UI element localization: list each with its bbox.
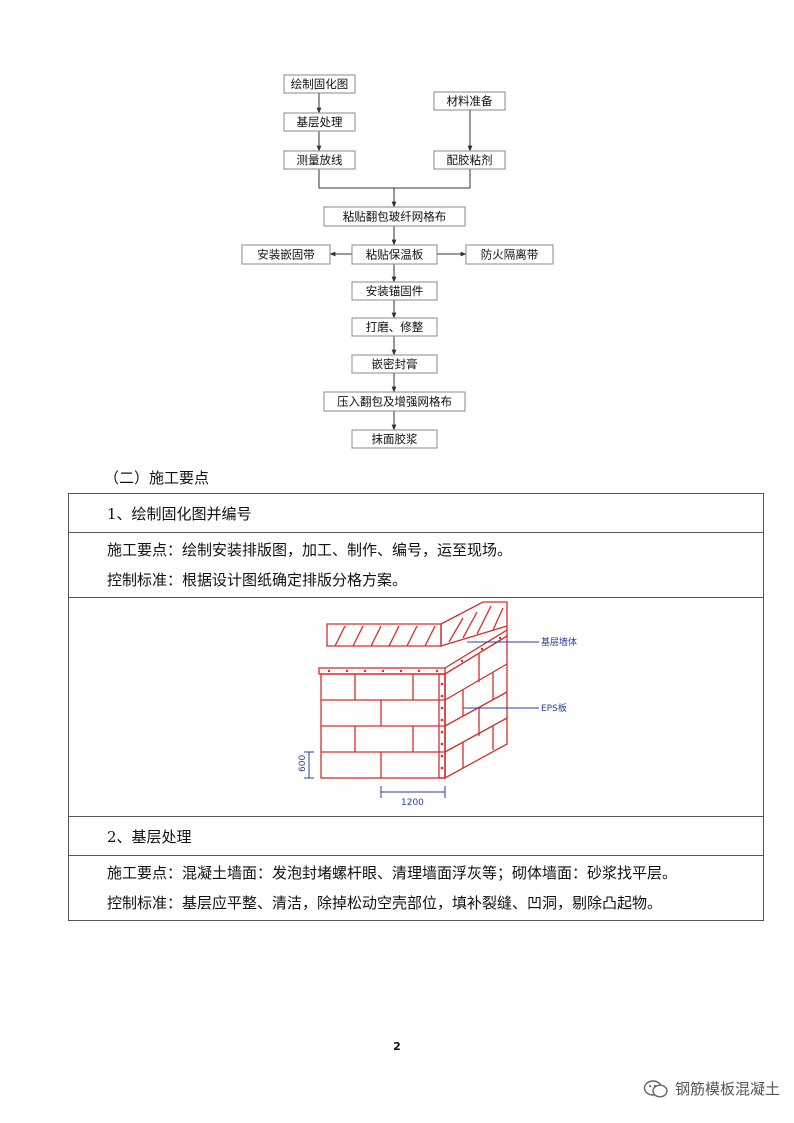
flow-node-plaster [351, 429, 438, 449]
watermark-text: 钢筋模板混凝土 [674, 1080, 780, 1098]
flow-label-anchor: 安装锚固件 [366, 284, 424, 298]
flow-label-seal: 嵌密封膏 [372, 357, 418, 371]
construction-flowchart: 绘制固化图 基层处理 测量放线 材料准备 配胶粘剂 粘贴翻包玻纤网格布 安装嵌固… [241, 74, 554, 449]
flow-node-board [351, 244, 438, 265]
flow-node-material [433, 91, 506, 111]
flow-label-right: 防火隔离带 [481, 248, 539, 262]
item-2-body: 施工要点：混凝土墙面：发泡封堵螺杆眼、清理墙面浮灰等；砌体墙面：砂浆找平层。 控… [68, 855, 764, 921]
flow-node-press [323, 391, 466, 412]
item-2-standard: 控制标准：基层应平整、清洁，除掉松动空壳部位，填补裂缝、凹洞，剔除凸起物。 [107, 894, 663, 912]
flow-label-mesh-wrap: 粘贴翻包玻纤网格布 [343, 210, 447, 224]
flow-node-measure [283, 150, 356, 170]
item-2-key-points: 施工要点：混凝土墙面：发泡封堵螺杆眼、清理墙面浮灰等；砌体墙面：砂浆找平层。 [107, 864, 678, 882]
flow-label-measure: 测量放线 [297, 153, 343, 167]
page-number: 2 [393, 1040, 401, 1053]
flow-label-board: 粘贴保温板 [366, 248, 424, 262]
flow-node-draw [283, 74, 356, 94]
flow-node-right [465, 244, 554, 265]
flow-node-left [241, 244, 331, 265]
section-heading: （二）施工要点 [104, 469, 210, 487]
flow-node-seal [351, 354, 438, 374]
watermark: 钢筋模板混凝土 [643, 1078, 780, 1099]
wechat-icon [643, 1079, 668, 1098]
item-1-title: 1、绘制固化图并编号 [68, 493, 764, 533]
dim-width-label: 1200 [401, 798, 424, 808]
item-1-body: 施工要点：绘制安装排版图，加工、制作、编号，运至现场。 控制标准：根据设计图纸确… [68, 532, 764, 598]
flow-label-press: 压入翻包及增强网格布 [337, 395, 452, 409]
flow-label-base: 基层处理 [297, 115, 343, 129]
flow-label-glue: 配胶粘剂 [447, 153, 493, 167]
flow-label-plaster: 抹面胶浆 [372, 432, 418, 446]
item-1-standard: 控制标准：根据设计图纸确定排版分格方案。 [107, 571, 408, 589]
flow-label-material: 材料准备 [447, 94, 493, 108]
label-eps-board: EPS板 [541, 702, 567, 714]
flow-node-base [283, 112, 356, 132]
flow-label-draw: 绘制固化图 [291, 77, 349, 91]
flow-label-grind: 打磨、修整 [366, 320, 424, 334]
item-1-key-points: 施工要点：绘制安装排版图，加工、制作、编号，运至现场。 [107, 541, 513, 559]
eps-layout-figure: 基层墙体 EPS板 600 1200 [298, 601, 577, 808]
label-base-wall: 基层墙体 [541, 636, 577, 648]
construction-points-table: 1、绘制固化图并编号 施工要点：绘制安装排版图，加工、制作、编号，运至现场。 控… [68, 493, 764, 921]
flow-node-glue [433, 150, 506, 170]
item-2-title: 2、基层处理 [68, 816, 764, 856]
dim-height-label: 600 [298, 755, 308, 772]
flow-node-anchor [351, 281, 438, 301]
flow-label-left: 安装嵌固带 [257, 248, 315, 262]
item-1-figure-cell: 基层墙体 EPS板 600 1200 [68, 597, 764, 817]
flow-node-mesh-wrap [323, 206, 466, 227]
flow-node-grind [351, 317, 438, 337]
